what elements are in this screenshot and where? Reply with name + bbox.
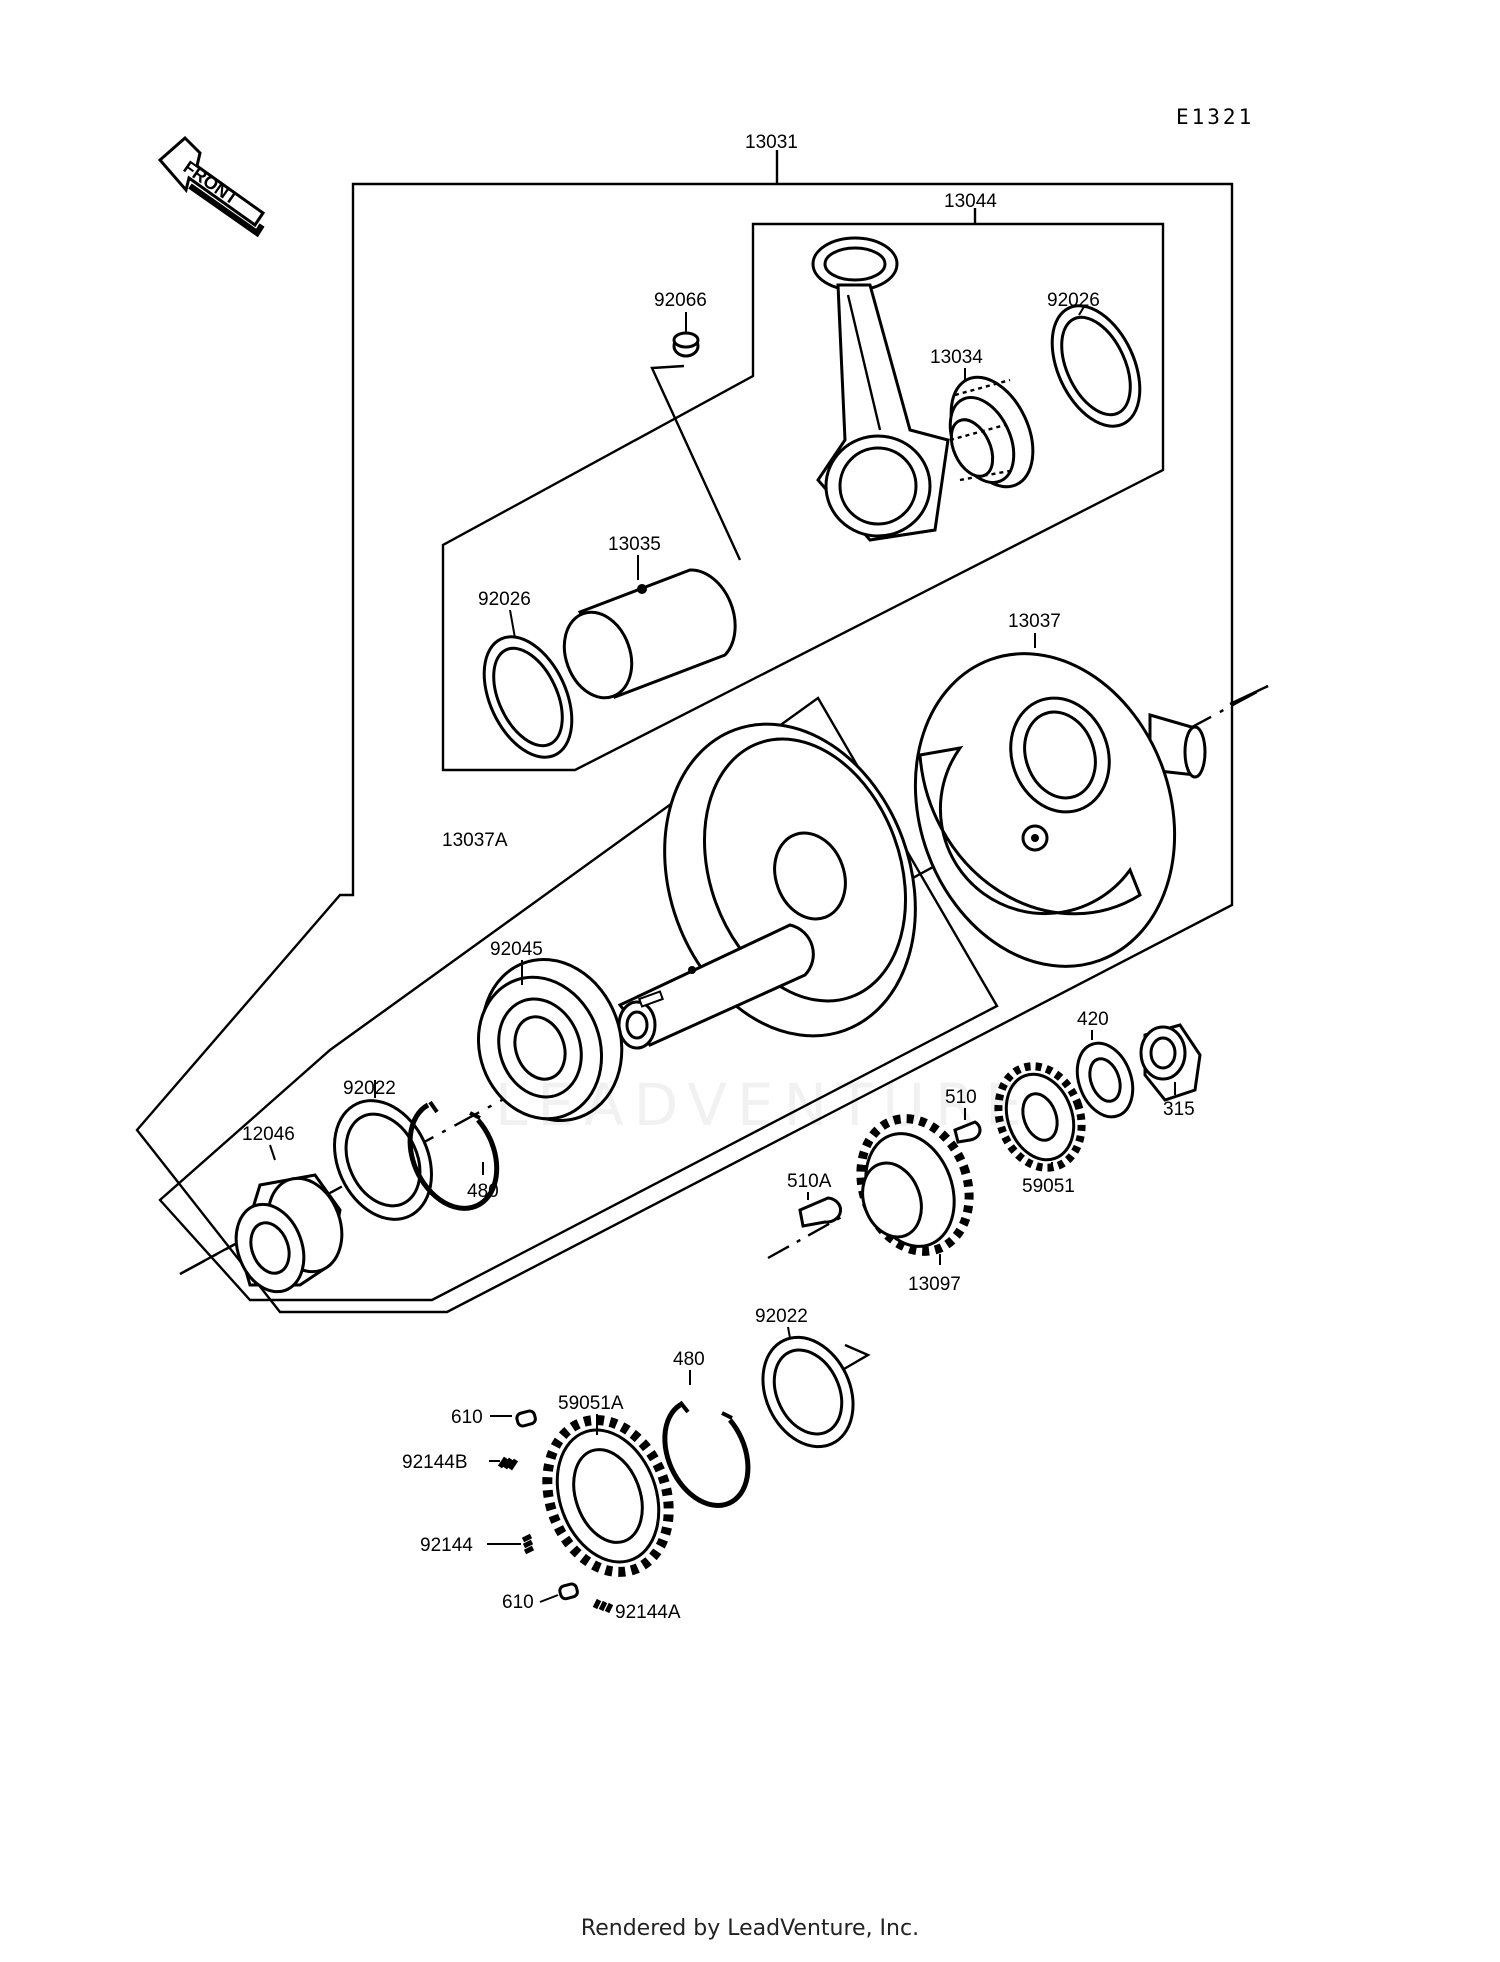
label-610-upper: 610 bbox=[451, 1407, 483, 1428]
part-92045-ball-bearing bbox=[476, 958, 624, 1122]
part-420-washer bbox=[1075, 1041, 1135, 1119]
label-420: 420 bbox=[1077, 1009, 1109, 1030]
label-92022-lower: 92022 bbox=[755, 1306, 808, 1327]
label-92144B: 92144B bbox=[402, 1452, 468, 1473]
label-13031: 13031 bbox=[745, 132, 798, 153]
label-12046: 12046 bbox=[242, 1124, 295, 1145]
part-13034-needle-bearing bbox=[948, 375, 1035, 489]
part-315-nut bbox=[1139, 1023, 1202, 1102]
diagram-code: E1321 bbox=[1176, 105, 1254, 129]
part-13044-connecting-rod bbox=[811, 236, 950, 542]
label-13037: 13037 bbox=[1008, 611, 1061, 632]
label-510A: 510A bbox=[787, 1171, 832, 1192]
label-92045: 92045 bbox=[490, 939, 543, 960]
part-92022-washer-lower bbox=[761, 1335, 855, 1449]
part-92066-pin-cap bbox=[650, 331, 742, 561]
front-arrow: FRONT bbox=[157, 135, 266, 238]
label-59051: 59051 bbox=[1022, 1176, 1075, 1197]
part-13097-crank-gear bbox=[856, 1114, 974, 1256]
assembly-13037A-outline bbox=[158, 696, 999, 1302]
label-13097: 13097 bbox=[908, 1274, 961, 1295]
label-13037A: 13037A bbox=[442, 830, 508, 851]
label-315: 315 bbox=[1163, 1099, 1195, 1120]
label-13034: 13034 bbox=[930, 347, 983, 368]
part-510-woodruff-key bbox=[953, 1120, 982, 1144]
label-92026-upper: 92026 bbox=[1047, 290, 1100, 311]
assembly-13044-outline bbox=[441, 222, 1165, 772]
leader-lines bbox=[269, 304, 1176, 1603]
label-59051A: 59051A bbox=[558, 1393, 624, 1414]
part-13035-crankpin bbox=[562, 568, 737, 700]
label-13044: 13044 bbox=[944, 191, 997, 212]
part-610-pin-upper bbox=[515, 1409, 537, 1428]
label-92026-lower: 92026 bbox=[478, 589, 531, 610]
part-92026-thrust-washer-right bbox=[1050, 304, 1142, 428]
part-13037-crank-half-right bbox=[913, 652, 1207, 968]
assembly-13031-outline bbox=[135, 182, 1234, 1314]
label-13035: 13035 bbox=[608, 534, 661, 555]
label-610-lower: 610 bbox=[502, 1592, 534, 1613]
label-92144A: 92144A bbox=[615, 1602, 681, 1623]
label-480-lower: 480 bbox=[673, 1349, 705, 1370]
label-92022-upper: 92022 bbox=[343, 1078, 396, 1099]
label-92144: 92144 bbox=[420, 1535, 473, 1556]
footer-credit: Rendered by LeadVenture, Inc. bbox=[580, 1916, 920, 1941]
part-59051-gear-small bbox=[994, 1062, 1086, 1172]
part-480-circlip-lower bbox=[662, 1400, 751, 1508]
part-92144-spring bbox=[521, 1533, 535, 1555]
part-13037A-crank-half-left bbox=[617, 722, 917, 1050]
part-92144A-spring bbox=[592, 1598, 614, 1614]
part-92022-washer-upper bbox=[333, 1099, 433, 1221]
watermark: LEADVENTURE bbox=[495, 1071, 1032, 1139]
part-92026-thrust-washer-left bbox=[482, 635, 574, 759]
part-480-circlip-upper bbox=[407, 1100, 500, 1211]
label-92066: 92066 bbox=[654, 290, 707, 311]
label-480-upper: 480 bbox=[467, 1181, 499, 1202]
part-610-pin-lower bbox=[558, 1582, 579, 1601]
label-510: 510 bbox=[945, 1087, 977, 1108]
part-510A-woodruff-key bbox=[798, 1196, 843, 1228]
part-59051A-gear-large bbox=[542, 1415, 674, 1577]
part-92144B-spring bbox=[497, 1456, 519, 1471]
part-12046-timing-sprocket bbox=[234, 1173, 344, 1294]
